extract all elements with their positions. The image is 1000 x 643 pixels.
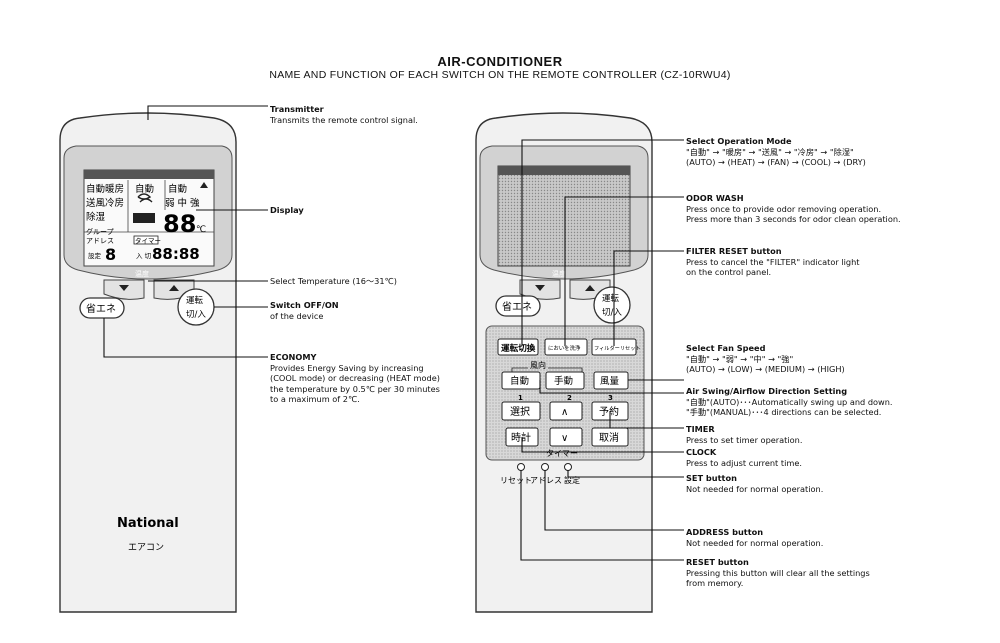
filter-reset-label: フィルターリセット bbox=[594, 344, 641, 352]
right-power-button[interactable] bbox=[593, 286, 631, 324]
timer-group-label: タイマー bbox=[546, 449, 578, 458]
chevron-down-icon bbox=[535, 285, 545, 291]
label-clock: CLOCK Press to adjust current time. bbox=[686, 447, 802, 468]
left-temp-label: 温度 bbox=[135, 269, 149, 278]
right-remote: 温度 省エネ 運転 切/入 運転切換 においを洗浄 フィルターリセット 風向 自… bbox=[475, 112, 653, 613]
left-power-top: 運転 bbox=[186, 296, 204, 306]
clock-label: 時計 bbox=[511, 431, 531, 444]
right-economy-button[interactable] bbox=[495, 295, 541, 317]
timer-down-label: ∨ bbox=[561, 433, 568, 444]
label-transmitter: Transmitter Transmits the remote control… bbox=[270, 104, 418, 125]
reset-text: リセット bbox=[500, 476, 532, 485]
lcd-mode-2: 送風冷房 bbox=[86, 197, 124, 209]
timer-down-button[interactable] bbox=[549, 427, 583, 447]
chevron-up-icon bbox=[169, 285, 179, 291]
left-economy-button[interactable] bbox=[79, 297, 125, 319]
lcd-setting: 設定 bbox=[88, 251, 102, 260]
timer-up-button[interactable] bbox=[549, 401, 583, 421]
label-address: ADDRESS button Not needed for normal ope… bbox=[686, 527, 824, 548]
lcd-temp-unit: ℃ bbox=[196, 225, 206, 235]
page-subtitle: NAME AND FUNCTION OF EACH SWITCH ON THE … bbox=[269, 69, 731, 81]
timer-up-label: ∧ bbox=[561, 407, 568, 418]
lcd-timer-label: タイマー bbox=[135, 236, 161, 245]
select-button[interactable] bbox=[501, 401, 541, 421]
step-1: 1 bbox=[518, 394, 523, 402]
lcd-address: アドレス bbox=[86, 237, 114, 245]
step-2: 2 bbox=[567, 394, 572, 402]
label-timer: TIMER Press to set timer operation. bbox=[686, 424, 803, 445]
lcd-swing-auto: 自動 bbox=[168, 183, 187, 195]
mode-button[interactable] bbox=[497, 338, 539, 356]
fan-icon bbox=[137, 193, 153, 203]
fan-speed-label: 風量 bbox=[600, 376, 620, 387]
label-fan-speed: Select Fan Speed "自動" → "弱" → "中" → "強" … bbox=[686, 343, 845, 374]
odor-wash-button[interactable] bbox=[544, 338, 588, 356]
swing-manual-button[interactable] bbox=[545, 371, 585, 390]
right-power-top: 運転 bbox=[602, 294, 620, 304]
leader-lines bbox=[103, 105, 684, 561]
lcd-on-off: 入 切 bbox=[136, 252, 152, 260]
page-title: AIR-CONDITIONER bbox=[437, 54, 563, 69]
set-pinhole[interactable] bbox=[564, 463, 572, 471]
reserve-label: 予約 bbox=[599, 405, 619, 418]
select-label: 選択 bbox=[510, 405, 530, 418]
left-power-bottom: 切/入 bbox=[186, 310, 206, 320]
label-switch: Switch OFF/ON of the device bbox=[270, 300, 339, 321]
label-air-swing: Air Swing/Airflow Direction Setting "自動"… bbox=[686, 386, 893, 417]
lcd-temp-value: 88 bbox=[163, 210, 196, 238]
label-economy: ECONOMY Provides Energy Saving by increa… bbox=[270, 352, 440, 404]
triangle-up-icon bbox=[200, 182, 208, 188]
right-lcd bbox=[497, 165, 631, 267]
reset-pinhole[interactable] bbox=[517, 463, 525, 471]
right-economy-label: 省エネ bbox=[502, 300, 532, 313]
left-lcd bbox=[83, 169, 215, 267]
label-filter-reset: FILTER RESET button Press to cancel the … bbox=[686, 246, 860, 277]
lcd-fan-auto: 自動 bbox=[135, 183, 154, 195]
right-temp-label: 温度 bbox=[552, 269, 566, 278]
lcd-fan-levels: 弱 中 強 bbox=[165, 197, 200, 209]
odor-wash-label: においを洗浄 bbox=[548, 344, 581, 352]
cancel-label: 取消 bbox=[599, 431, 619, 444]
setting-text: 設定 bbox=[564, 475, 580, 485]
label-reset: RESET button Pressing this button will c… bbox=[686, 557, 870, 588]
product-label: エアコン bbox=[128, 543, 164, 553]
brand-logo: National bbox=[117, 516, 179, 531]
label-odor-wash: ODOR WASH Press once to provide odor rem… bbox=[686, 193, 901, 224]
lcd-time: 88:88 bbox=[152, 245, 200, 263]
right-power-bottom: 切/入 bbox=[602, 308, 622, 318]
lcd-mode-3: 除湿 bbox=[86, 211, 106, 223]
swing-manual-label: 手動 bbox=[554, 375, 573, 387]
address-text: アドレス bbox=[530, 476, 562, 485]
left-remote: 自動暖房 送風冷房 除湿 グループ アドレス 設定 8 自動 自動 弱 中 強 … bbox=[59, 112, 237, 613]
lcd-digit: 8 bbox=[105, 245, 116, 264]
label-set: SET button Not needed for normal operati… bbox=[686, 473, 824, 494]
mode-button-label: 運転切換 bbox=[501, 342, 536, 354]
swing-auto-label: 自動 bbox=[510, 375, 529, 387]
label-op-mode: Select Operation Mode "自動" → "暖房" → "送風"… bbox=[686, 136, 866, 167]
label-select-temp: Select Temperature (16～31℃) bbox=[270, 276, 397, 286]
label-display: Display bbox=[270, 205, 304, 215]
left-economy-label: 省エネ bbox=[86, 302, 116, 315]
chevron-up-icon bbox=[585, 285, 595, 291]
address-pinhole[interactable] bbox=[541, 463, 549, 471]
lcd-group: グループ bbox=[86, 227, 114, 236]
chevron-down-icon bbox=[119, 285, 129, 291]
step-3: 3 bbox=[608, 394, 613, 402]
lcd-mode-1: 自動暖房 bbox=[86, 183, 124, 195]
airflow-label: 風向 bbox=[530, 360, 546, 370]
